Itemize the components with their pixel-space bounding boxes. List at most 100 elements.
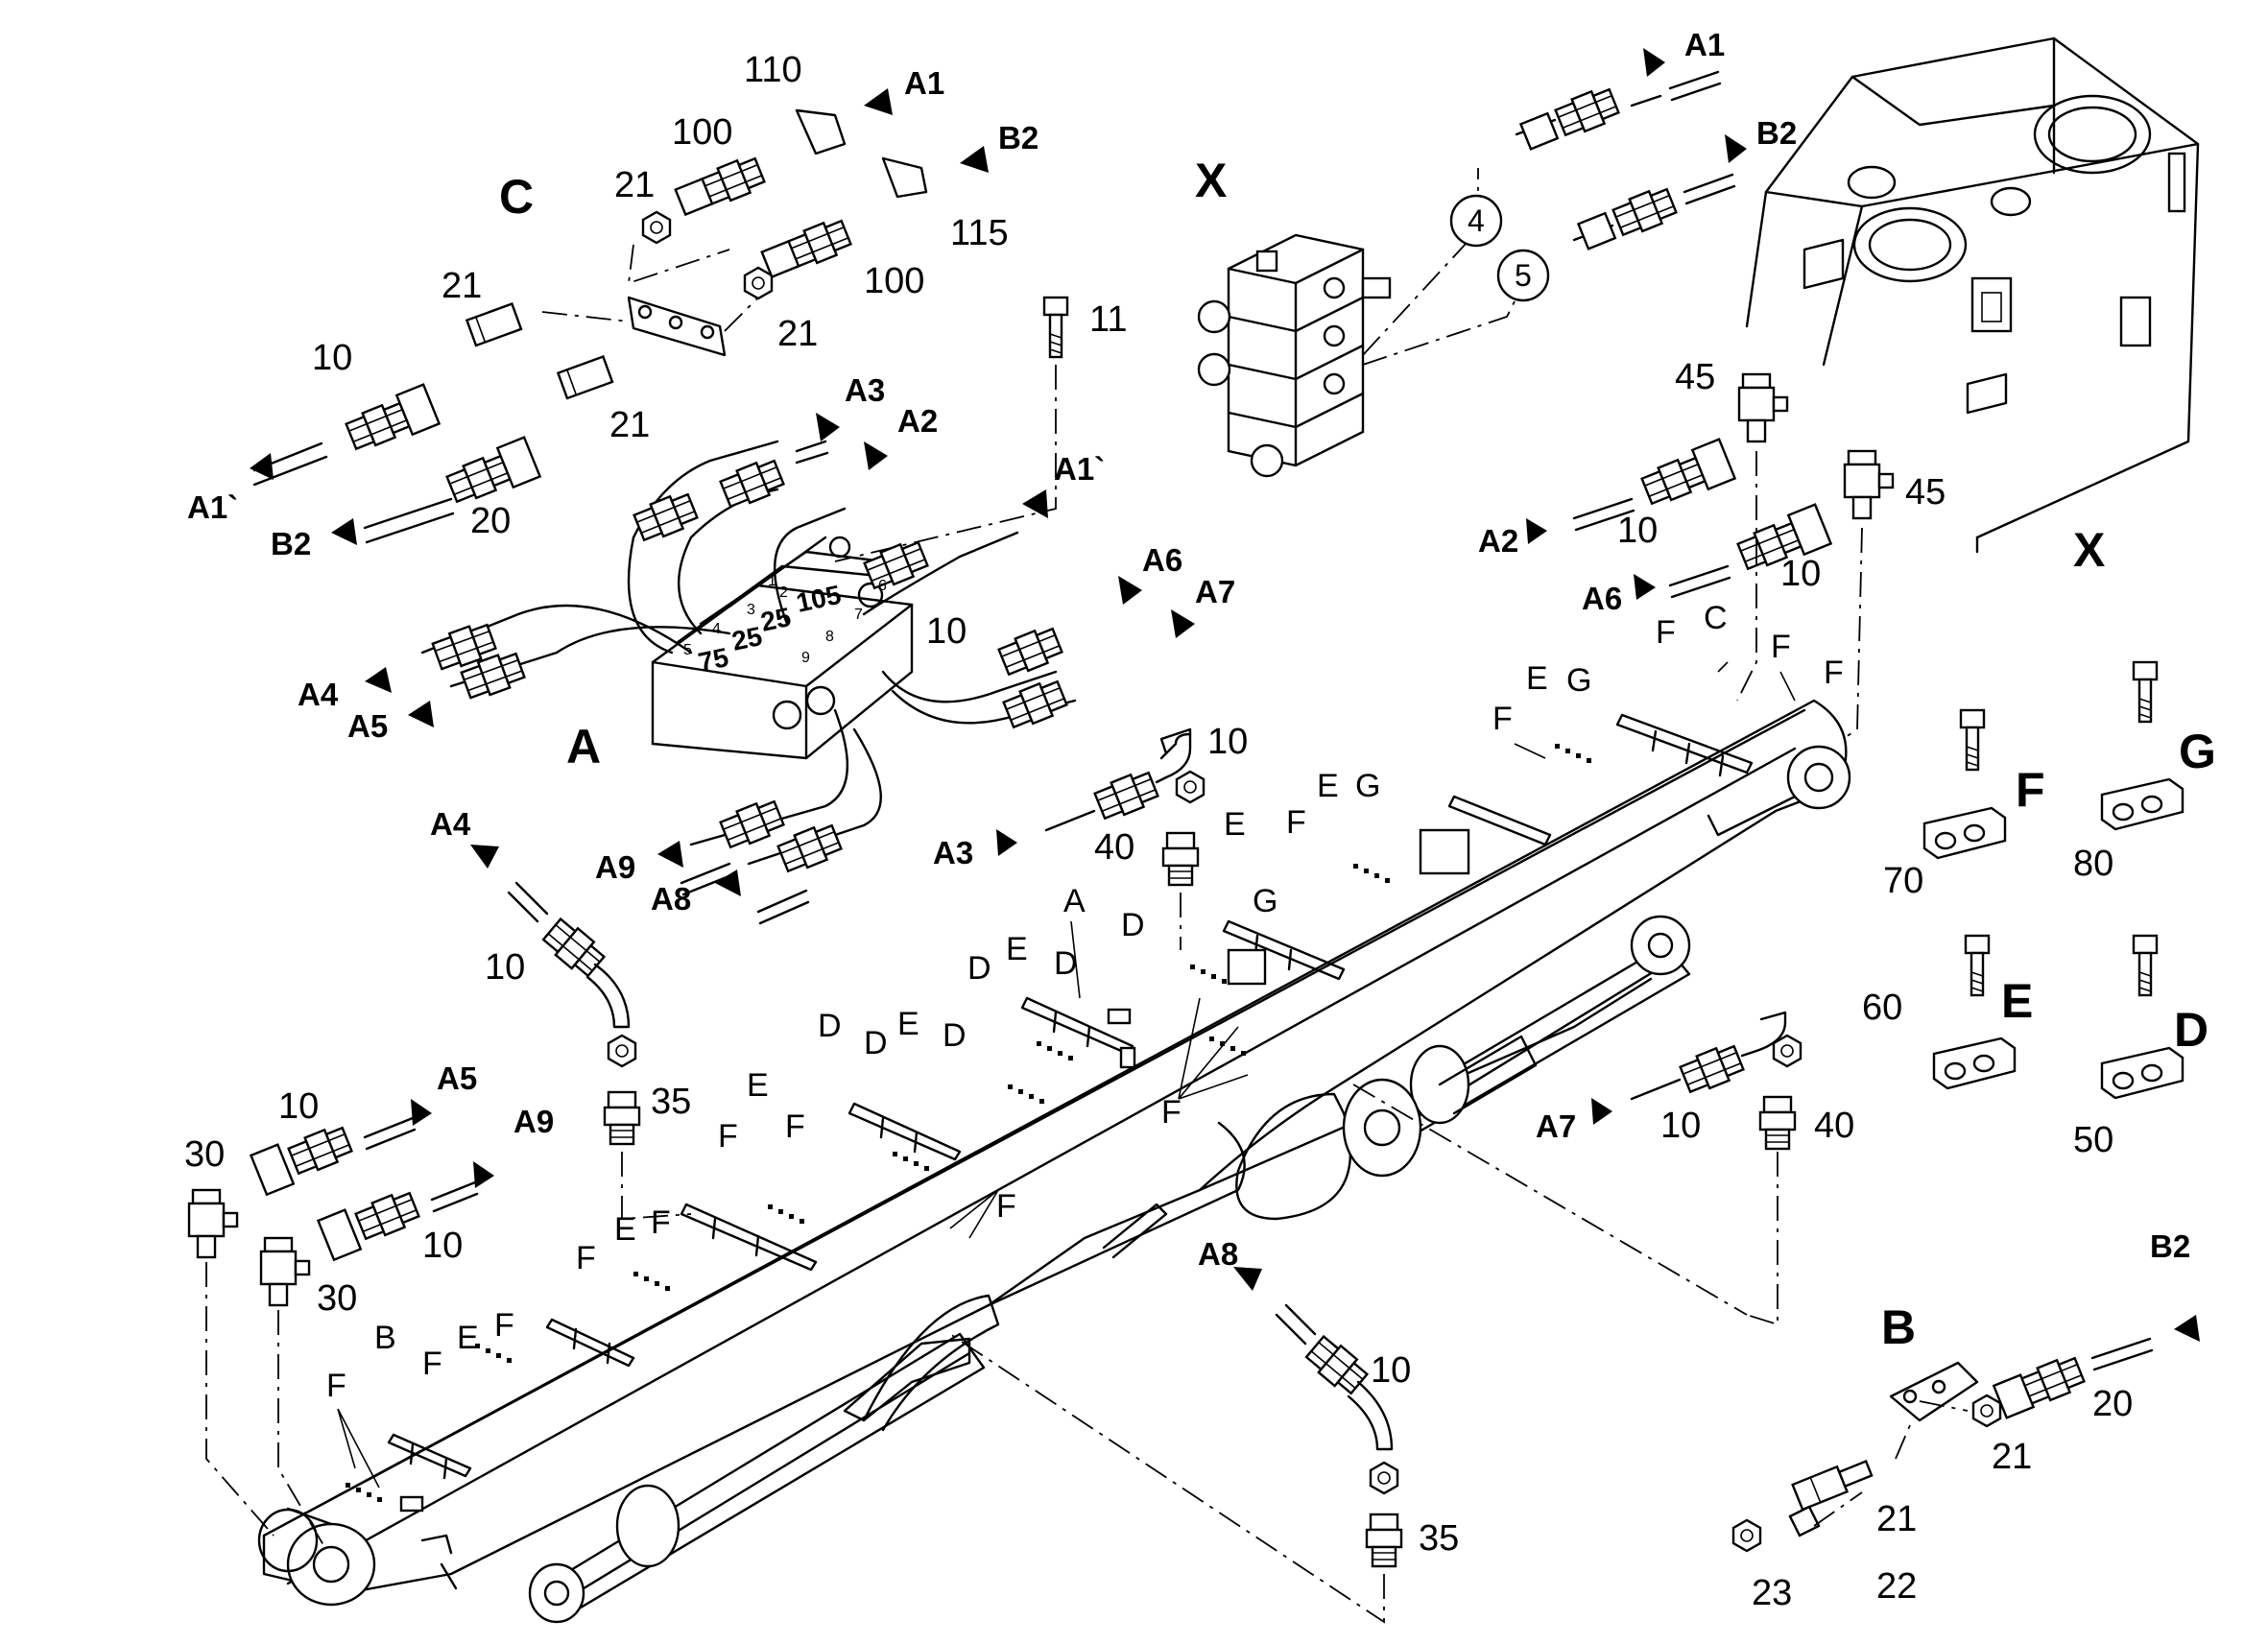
- conn-a9-a: A9: [595, 849, 635, 885]
- part-10-a2: 10: [1617, 511, 1658, 551]
- part-20-c: 20: [470, 501, 511, 541]
- mark-d-5: D: [864, 1025, 888, 1061]
- balloon-4: [1449, 194, 1503, 248]
- part-21-c4: 21: [609, 405, 650, 445]
- mark-d-2: D: [967, 950, 991, 987]
- arrow-a2: A2: [864, 403, 938, 470]
- a3-elbow-hose: [1044, 727, 1206, 950]
- port-6: 6: [878, 578, 887, 594]
- arrow-a4-a: A4: [298, 667, 392, 712]
- mark-b-1: B: [374, 1320, 396, 1356]
- arrow-a5-a: A5: [347, 701, 434, 744]
- arrow-a6-x: A6: [1582, 574, 1656, 616]
- balloon-5: [1496, 249, 1550, 302]
- port-9: 9: [801, 650, 810, 666]
- arrow-a1p-c: A1`: [187, 453, 274, 525]
- view-label-a: A: [566, 720, 601, 774]
- boom-cylinder-lower: [528, 1294, 1000, 1624]
- arrow-a5-left: A5: [411, 1060, 477, 1126]
- boom-mark-labels: F C F F E G F E G F E G A D D E D D D E …: [326, 600, 1844, 1404]
- mark-d-1: D: [1121, 907, 1145, 943]
- view-x-hoses: [1515, 70, 1736, 250]
- part-10-a4: 10: [485, 947, 525, 988]
- conn-a3-boom: A3: [933, 835, 973, 870]
- part-45-a: 45: [1675, 357, 1715, 397]
- mark-g-3: G: [1253, 883, 1277, 919]
- conn-a7-a: A7: [1195, 574, 1235, 609]
- conn-a8-right: A8: [1198, 1236, 1238, 1272]
- conn-b2-c: B2: [998, 120, 1039, 155]
- mark-d-4: D: [818, 1008, 842, 1044]
- conn-a6-a: A6: [1142, 542, 1182, 578]
- port-8: 8: [825, 629, 834, 645]
- conn-a4-a: A4: [298, 677, 339, 712]
- arrow-b2-c2: B2: [271, 518, 357, 561]
- conn-a4-boom: A4: [430, 806, 471, 842]
- mark-f-7: F: [785, 1108, 805, 1145]
- part-21-c3: 21: [777, 314, 818, 354]
- conn-a5-a: A5: [347, 708, 388, 744]
- conn-a1p-c: A1`: [187, 489, 238, 525]
- mark-e-1: E: [1526, 660, 1548, 697]
- arrow-a3: A3: [816, 372, 885, 441]
- boom-brackets: [387, 713, 1754, 1513]
- view-label-x-top: X: [1195, 154, 1227, 207]
- arrow-b2-c: B2: [960, 120, 1039, 173]
- view-x-control-valve: [1197, 168, 1517, 478]
- bracket-label-g: G: [2179, 725, 2216, 778]
- part-10-a5: 10: [278, 1086, 319, 1127]
- view-b-assembly: [1731, 1337, 2154, 1553]
- mark-f-13: F: [422, 1346, 442, 1382]
- conn-a8-a: A8: [651, 881, 691, 917]
- conn-b2-x: B2: [1756, 115, 1797, 151]
- conn-a1-x: A1: [1684, 27, 1725, 62]
- part-21-c1: 21: [614, 165, 655, 205]
- view-label-c: C: [499, 170, 534, 224]
- conn-a9-left: A9: [513, 1104, 554, 1139]
- arrow-a6-a: A6: [1118, 542, 1182, 605]
- port-4: 4: [712, 621, 721, 637]
- port-1: 1: [768, 573, 776, 589]
- part-110: 110: [744, 50, 802, 90]
- mark-f-8: F: [1161, 1094, 1182, 1131]
- mark-f-10: F: [651, 1204, 671, 1241]
- conn-a6-x: A6: [1582, 581, 1622, 616]
- conn-a3: A3: [845, 372, 885, 408]
- arrow-a1-x: A1: [1643, 27, 1725, 77]
- mark-a-1: A: [1063, 883, 1086, 919]
- part-23: 23: [1752, 1573, 1792, 1613]
- arrow-b2-x: B2: [1725, 115, 1797, 163]
- mark-f-5: F: [1286, 804, 1306, 841]
- part-100-lower: 100: [864, 261, 924, 301]
- mark-f-14: F: [326, 1368, 346, 1404]
- arrow-a2-x: A2: [1478, 518, 1547, 559]
- part-40-a3: 40: [1094, 827, 1134, 868]
- part-30-a: 30: [184, 1134, 225, 1175]
- mark-f-2: F: [1771, 629, 1791, 665]
- a4-elbow-hose: [507, 881, 692, 1220]
- boom-cylinder-upper: [1342, 915, 1691, 1178]
- mark-g-2: G: [1355, 768, 1380, 804]
- conn-a1-c: A1: [904, 65, 944, 101]
- arrow-a3-boom: A3: [933, 829, 1017, 870]
- block-label-25a: 25: [758, 602, 794, 637]
- conn-a5-left: A5: [437, 1060, 477, 1096]
- mark-d-6: D: [943, 1017, 967, 1054]
- view-label-b: B: [1881, 1300, 1916, 1354]
- balloon-4-label: 4: [1468, 203, 1485, 238]
- arrow-a7-a: A7: [1171, 574, 1235, 638]
- mark-e-2: E: [1317, 768, 1339, 804]
- arrow-a8-right: A8: [1198, 1236, 1262, 1291]
- part-40-a7: 40: [1814, 1106, 1854, 1146]
- view-x-frame: [1745, 36, 2200, 554]
- part-21-c2: 21: [442, 266, 482, 306]
- part-10-a3: 10: [1207, 722, 1248, 762]
- a2-a6-fittings: [1572, 372, 1895, 740]
- arrow-a9-left: A9: [473, 1104, 554, 1188]
- mark-e-6: E: [747, 1067, 769, 1104]
- a8-elbow-hose: [949, 1303, 1403, 1624]
- mark-e-7: E: [614, 1211, 636, 1248]
- part-11: 11: [1089, 299, 1127, 340]
- part-10-a7: 10: [1660, 1106, 1701, 1146]
- view-a-hoses: [420, 296, 1077, 925]
